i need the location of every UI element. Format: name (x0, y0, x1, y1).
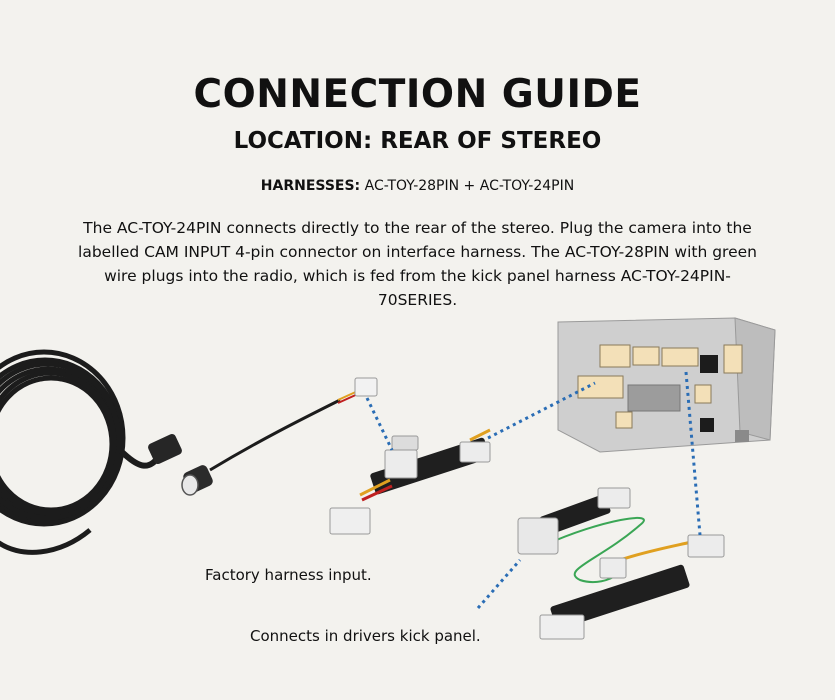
cam-input-connector (337, 377, 378, 404)
harnesses-value: AC-TOY-28PIN + AC-TOY-24PIN (364, 178, 575, 194)
location-subtitle: LOCATION: REAR OF STEREO (233, 128, 602, 154)
connection-guide-lines (365, 371, 702, 609)
description-text: The AC-TOY-24PIN connects directly to th… (78, 219, 757, 309)
guide-line-stereo (487, 381, 596, 440)
harnesses-label: HARNESSES: (260, 178, 361, 194)
kick-panel-harness (517, 487, 725, 640)
stereo-head-unit (557, 317, 776, 453)
kick-panel-caption: Connects in drivers kick panel. (250, 627, 481, 645)
harnesses-line: HARNESSES: AC-TOY-28PIN + AC-TOY-24PIN (0, 178, 835, 194)
guide-line-kick (476, 559, 522, 609)
camera-cable-coil (0, 349, 163, 555)
page-title: CONNECTION GUIDE (193, 72, 642, 117)
interface-harness (329, 428, 491, 535)
factory-input-caption: Factory harness input. (205, 566, 372, 584)
camera-plug (148, 398, 341, 496)
guide-line-cam (365, 397, 394, 451)
